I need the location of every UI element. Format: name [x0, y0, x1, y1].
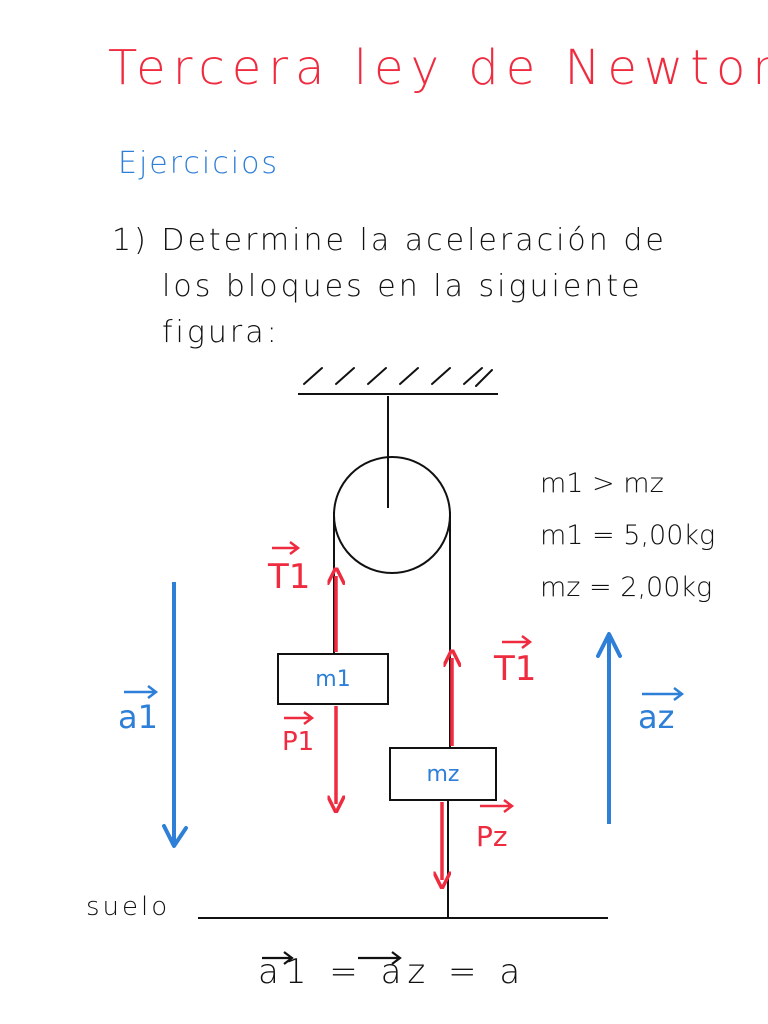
given-data: m1 > mz m1 = 5,00kg mz = 2,00kg	[540, 458, 715, 614]
tension-label-left: T1	[267, 541, 310, 597]
acceleration-arrow-1	[162, 582, 188, 848]
svg-text:T1: T1	[493, 649, 536, 689]
floor-label: suelo	[86, 892, 171, 922]
given-line-3: mz = 2,00kg	[540, 572, 713, 603]
ceiling	[298, 367, 498, 395]
block-m2-label: mz	[427, 762, 460, 787]
block-m1-label: m1	[315, 667, 350, 692]
svg-text:T1: T1	[267, 557, 310, 597]
block-m1: m1	[277, 653, 389, 705]
given-line-2: m1 = 5,00kg	[540, 520, 716, 551]
acceleration-equation: a1 = az = a	[258, 952, 527, 992]
weight-label-1: P1	[282, 711, 314, 757]
problem-statement: 1) Determine la aceleración de los bloqu…	[112, 218, 667, 356]
acceleration-label-2: az	[638, 687, 685, 736]
weight-label-2: Pz	[476, 799, 515, 853]
svg-text:a1: a1	[118, 698, 158, 736]
problem-number: 1)	[112, 223, 149, 258]
svg-text:P1: P1	[282, 727, 314, 757]
acceleration-arrow-2	[596, 632, 622, 824]
svg-text:Pz: Pz	[476, 820, 508, 853]
equation-vector-marks	[262, 951, 402, 965]
tension-label-right: T1	[493, 635, 536, 689]
acceleration-label-1: a1	[118, 685, 159, 736]
block-m2: mz	[389, 747, 497, 801]
section-heading: Ejercicios	[118, 146, 280, 181]
pulley	[333, 456, 451, 574]
problem-line-2: los bloques en la siguiente	[162, 269, 643, 304]
problem-line-3: figura:	[162, 315, 280, 350]
svg-text:az: az	[638, 698, 674, 736]
page-title: Tercera ley de Newton	[108, 40, 768, 96]
problem-line-1: Determine la aceleración de	[161, 223, 667, 258]
given-line-1: m1 > mz	[540, 468, 664, 499]
